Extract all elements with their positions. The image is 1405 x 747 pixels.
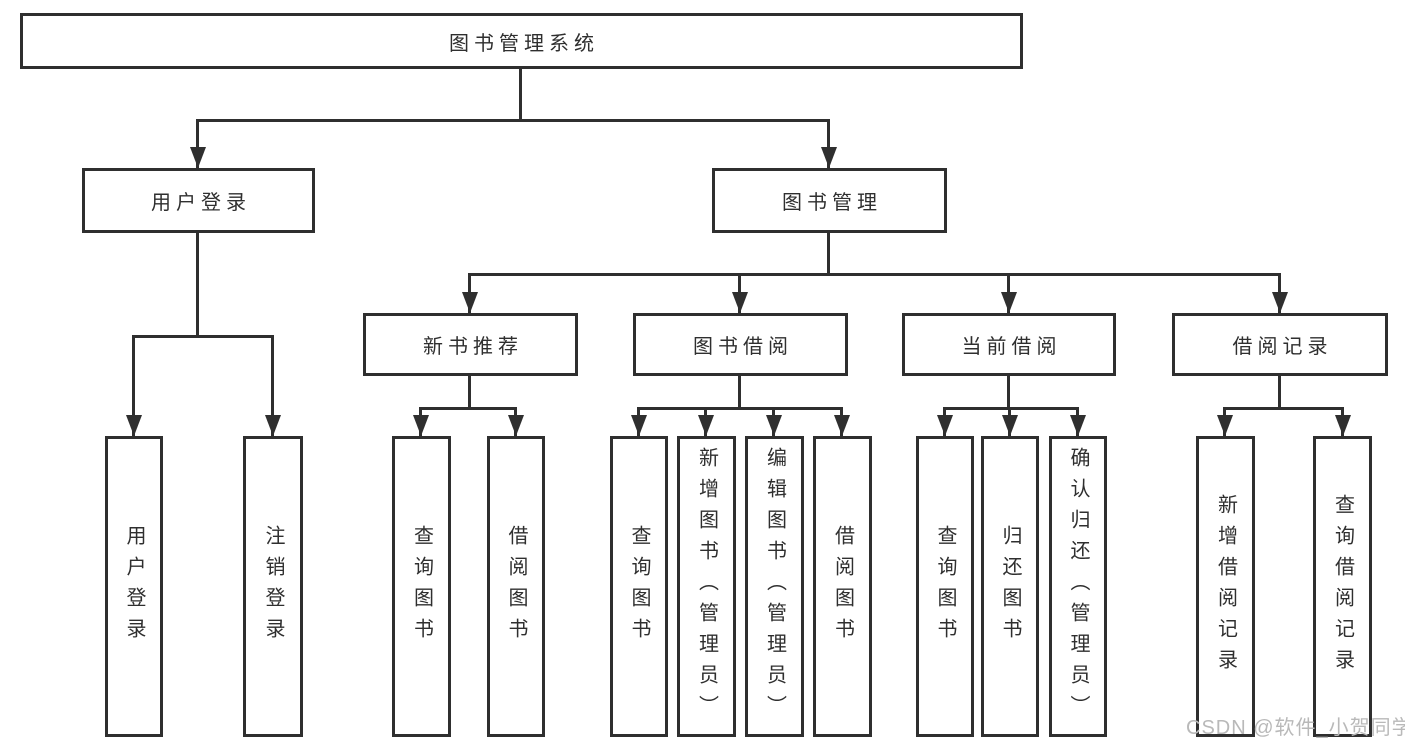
- node-leaf-add-borrow-record: 新增借阅记录: [1196, 436, 1255, 737]
- node-leaf-user-login: 用户登录: [105, 436, 163, 737]
- node-leaf-logout: 注销登录: [243, 436, 303, 737]
- node-leaf-borrow-books-borrowing: 借阅图书: [813, 436, 872, 737]
- node-label: 用户登录: [123, 524, 145, 649]
- node-label: 图书管理: [782, 192, 882, 214]
- connector-current-borrowing-bus: [943, 407, 1079, 410]
- connector-new-book-recommend-stem: [468, 376, 471, 410]
- node-book-borrowing: 图书借阅: [633, 313, 848, 376]
- connector-book-borrowing-bus: [637, 407, 843, 410]
- connector-borrowing-records-bus: [1223, 407, 1344, 410]
- connector-user-login-bus: [132, 335, 274, 338]
- arrow-to-current-borrowing: [1007, 273, 1010, 313]
- node-leaf-query-books-borrowing: 查询图书: [610, 436, 668, 737]
- node-user-login: 用户登录: [82, 168, 315, 233]
- arrow-to-borrowing-records: [1278, 273, 1281, 313]
- node-leaf-confirm-return-admin: 确认归还（管理员）: [1049, 436, 1107, 737]
- connector-current-borrowing-stem: [1007, 376, 1010, 410]
- connector-book-management-stem: [827, 233, 830, 276]
- node-leaf-add-book-admin: 新增图书（管理员）: [677, 436, 736, 737]
- arrow-to-leaf-query-borrow-record: [1341, 407, 1344, 436]
- connector-root-bus: [196, 119, 830, 122]
- node-book-management: 图书管理: [712, 168, 947, 233]
- node-label: 图书管理系统: [449, 32, 599, 55]
- node-label: 当前借阅: [961, 336, 1062, 358]
- connector-root-stem: [519, 68, 522, 122]
- node-label: 借阅记录: [1232, 336, 1333, 358]
- arrow-to-leaf-confirm-return: [1076, 407, 1079, 436]
- node-label: 归还图书: [999, 524, 1021, 649]
- arrow-to-leaf-logout: [271, 335, 274, 436]
- node-leaf-return-books: 归还图书: [981, 436, 1039, 737]
- node-label: 查询图书: [628, 524, 650, 649]
- node-library-system: 图书管理系统: [20, 13, 1023, 69]
- arrow-to-leaf-add-book: [704, 407, 707, 436]
- node-label: 用户登录: [151, 192, 251, 214]
- node-leaf-edit-book-admin: 编辑图书（管理员）: [745, 436, 804, 737]
- node-label: 注销登录: [262, 524, 284, 649]
- arrow-to-leaf-add-borrow-record: [1223, 407, 1226, 436]
- arrow-to-leaf-user-login: [132, 335, 135, 436]
- arrow-to-leaf-return-books: [1008, 407, 1011, 436]
- node-label: 借阅图书: [831, 524, 854, 649]
- connector-new-book-recommend-bus: [419, 407, 517, 410]
- node-leaf-query-books-recommend: 查询图书: [392, 436, 451, 737]
- connector-book-management-bus: [468, 273, 1281, 276]
- node-leaf-query-borrow-record: 查询借阅记录: [1313, 436, 1372, 737]
- node-label: 新书推荐: [423, 336, 523, 358]
- node-new-book-recommend: 新书推荐: [363, 313, 578, 376]
- node-current-borrowing: 当前借阅: [902, 313, 1116, 376]
- connector-borrowing-records-stem: [1278, 376, 1281, 410]
- arrow-to-leaf-borrow-books-g3: [840, 407, 843, 436]
- arrow-to-user-login: [196, 119, 199, 168]
- arrow-to-book-management: [827, 119, 830, 168]
- arrow-to-leaf-query-books-g3: [637, 407, 640, 436]
- node-label: 新增图书（管理员）: [695, 447, 718, 726]
- node-leaf-query-books-current: 查询图书: [916, 436, 974, 737]
- connector-book-borrowing-stem: [738, 376, 741, 410]
- node-label: 查询图书: [410, 524, 433, 649]
- arrow-to-leaf-borrow-books-g2: [514, 407, 517, 436]
- node-label: 图书借阅: [693, 336, 793, 358]
- arrow-to-leaf-query-books-g2: [419, 407, 422, 436]
- node-label: 查询图书: [934, 524, 956, 649]
- node-leaf-borrow-books-recommend: 借阅图书: [487, 436, 545, 737]
- node-label: 借阅图书: [505, 524, 527, 649]
- node-label: 新增借阅记录: [1214, 493, 1237, 680]
- node-borrowing-records: 借阅记录: [1172, 313, 1388, 376]
- node-label: 查询借阅记录: [1331, 493, 1354, 680]
- connector-user-login-stem: [196, 233, 199, 338]
- csdn-watermark: CSDN @软件_小贺同学: [1186, 717, 1405, 739]
- node-label: 编辑图书（管理员）: [763, 447, 786, 726]
- arrow-to-leaf-edit-book: [772, 407, 775, 436]
- arrow-to-new-book-recommend: [468, 273, 471, 313]
- node-label: 确认归还（管理员）: [1067, 447, 1089, 726]
- arrow-to-leaf-query-books-g4: [943, 407, 946, 436]
- arrow-to-book-borrowing: [738, 273, 741, 313]
